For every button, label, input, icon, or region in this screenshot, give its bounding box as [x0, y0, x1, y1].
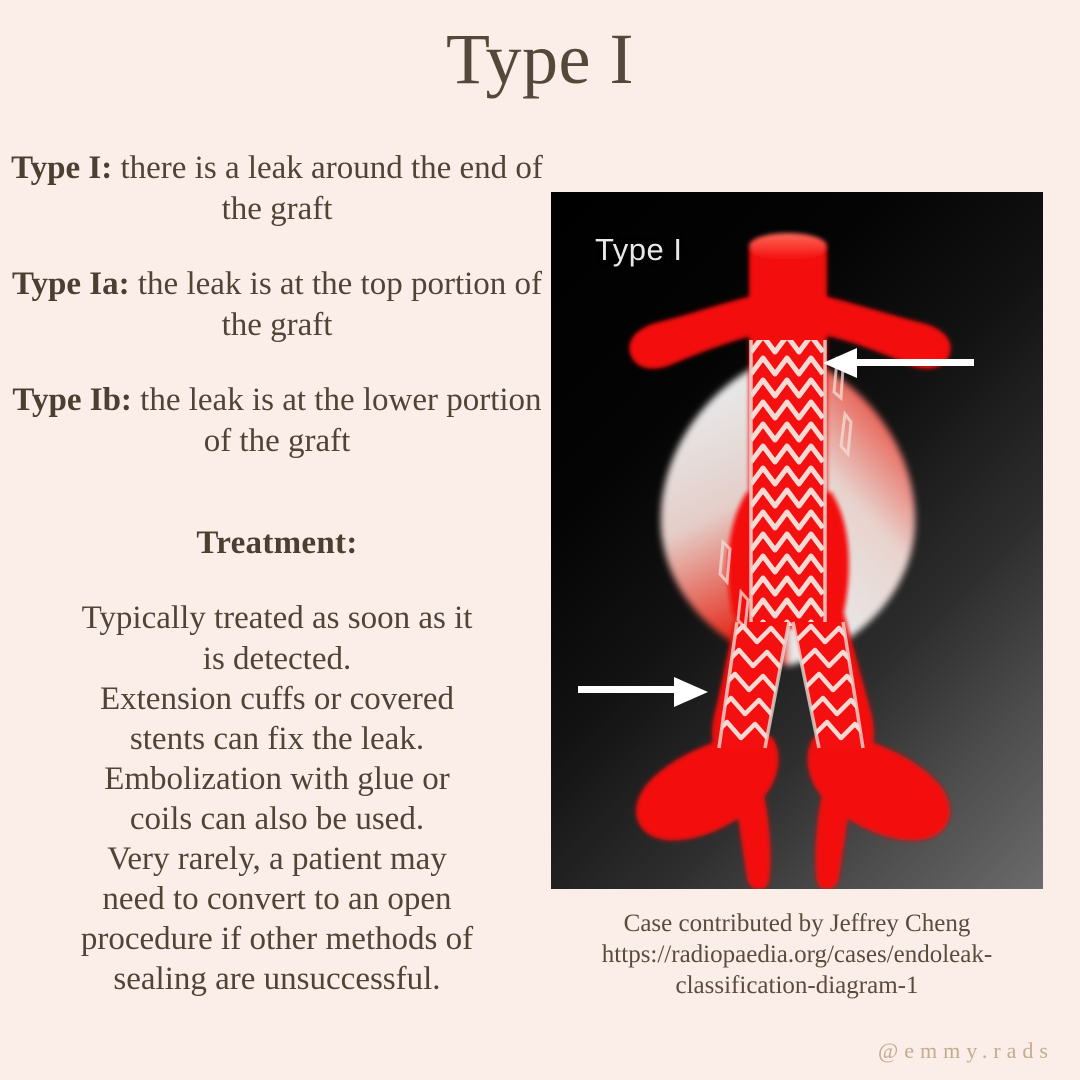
definition-text: there is a leak around the end of the gr… — [112, 150, 543, 227]
definition-label: Type Ia: — [11, 265, 130, 302]
type-ia-arrow — [823, 348, 974, 378]
treatment-line: procedure if other methods of — [80, 921, 474, 958]
endoleak-diagram-svg — [578, 233, 974, 889]
stent-graft-left-limb — [717, 621, 791, 749]
page-title: Type I — [446, 19, 634, 99]
stent-graft-body — [749, 340, 827, 628]
caption-line-url: classification-diagram-1 — [675, 972, 919, 999]
treatment-line: Very rarely, a patient may — [107, 841, 447, 877]
treatment-body: Typically treated as soon as it is detec… — [8, 598, 546, 999]
treatment-line: coils can also be used. — [129, 800, 425, 837]
treatment-line: is detected. — [202, 640, 352, 677]
treatment-line: Typically treated as soon as it — [81, 600, 473, 637]
text-column: Type I: there is a leak around the end o… — [8, 148, 546, 999]
treatment-line: Extension cuffs or covered — [99, 680, 455, 717]
caption-line-url: https://radiopaedia.org/cases/endoleak- — [601, 941, 993, 968]
endoleak-figure: Type I — [551, 192, 1043, 889]
definition-type-ia: Type Ia: the leak is at the top portion … — [8, 264, 546, 346]
treatment-line: sealing are unsuccessful. — [113, 961, 441, 998]
type-ib-arrow — [578, 677, 708, 707]
definition-label: Type I: — [11, 150, 113, 186]
definition-type-ib: Type Ib: the leak is at the lower portio… — [8, 380, 546, 462]
figure-panel: Type I — [551, 192, 1043, 889]
treatment-line: stents can fix the leak. — [129, 720, 425, 757]
figure-caption: Case contributed by Jeffrey Cheng https:… — [551, 908, 1043, 1001]
definition-text: the leak is at the top portion of the gr… — [129, 265, 543, 343]
watermark-handle: @emmy.rads — [878, 1038, 1054, 1063]
treatment-line: need to convert to an open — [102, 881, 452, 918]
caption-line: Case contributed by Jeffrey Cheng — [623, 910, 971, 937]
treatment-line: Embolization with glue or — [104, 760, 450, 797]
stent-graft-right-limb — [791, 621, 865, 749]
definition-label: Type Ib: — [12, 381, 132, 418]
figure-type-label: Type I — [595, 232, 683, 267]
treatment-heading: Treatment: — [196, 525, 358, 562]
definition-type-i: Type I: there is a leak around the end o… — [8, 148, 546, 230]
definition-text: the leak is at the lower portion of the … — [131, 381, 542, 459]
